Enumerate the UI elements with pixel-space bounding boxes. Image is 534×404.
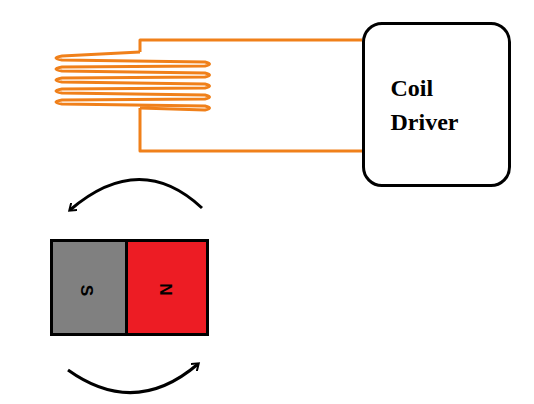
coil-windings	[56, 52, 210, 110]
pole-label: S	[78, 285, 95, 296]
magnet-pole: N	[125, 239, 209, 336]
coil-wire	[140, 108, 362, 151]
rotation-arrow	[68, 364, 198, 393]
rotation-arrow	[70, 179, 202, 210]
pole-label: N	[156, 284, 173, 296]
coil-wire	[140, 40, 362, 52]
box-label: Coil Driver	[391, 71, 483, 139]
coil	[56, 40, 362, 151]
magnet-pole: S	[50, 239, 128, 336]
driver-box: Coil Driver	[362, 22, 511, 187]
